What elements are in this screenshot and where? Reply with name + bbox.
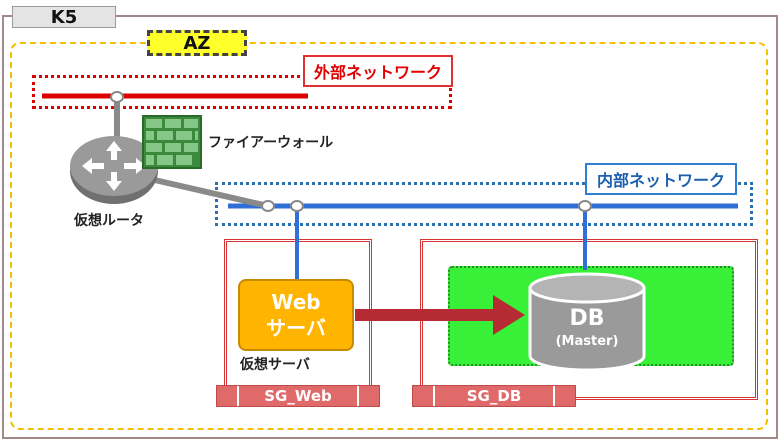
db-subtitle: (Master) (555, 334, 619, 349)
firewall-label: ファイアーウォール (208, 135, 334, 151)
web-server-label-line2: サーバ (266, 316, 326, 340)
firewall-icon (142, 115, 202, 169)
az-label: AZ (147, 30, 247, 56)
sg-db-label: SG_DB (412, 385, 576, 407)
connection-point (578, 200, 592, 212)
k5-frame (2, 15, 778, 439)
internal-network-label: 内部ネットワーク (585, 163, 737, 195)
db-title: DB (569, 306, 605, 331)
sg-web-label: SG_Web (216, 385, 380, 407)
availability-zone-frame (10, 42, 768, 430)
virtual-server-label: 仮想サーバ (240, 357, 310, 373)
router-label: 仮想ルータ (74, 213, 144, 229)
internal-network-box (215, 182, 753, 226)
replication-arrow (355, 295, 525, 335)
connection-point (261, 200, 275, 212)
router-icon (70, 136, 158, 204)
connection-point (290, 200, 304, 212)
k5-label: K5 (12, 6, 116, 28)
connection-point (110, 91, 124, 103)
web-server: Web サーバ (238, 279, 354, 351)
router-downlink (145, 175, 269, 209)
external-network-box (32, 75, 452, 109)
db-cylinder-icon (528, 272, 646, 372)
external-network-label: 外部ネットワーク (303, 55, 453, 87)
web-server-label-line1: Web (271, 290, 321, 314)
